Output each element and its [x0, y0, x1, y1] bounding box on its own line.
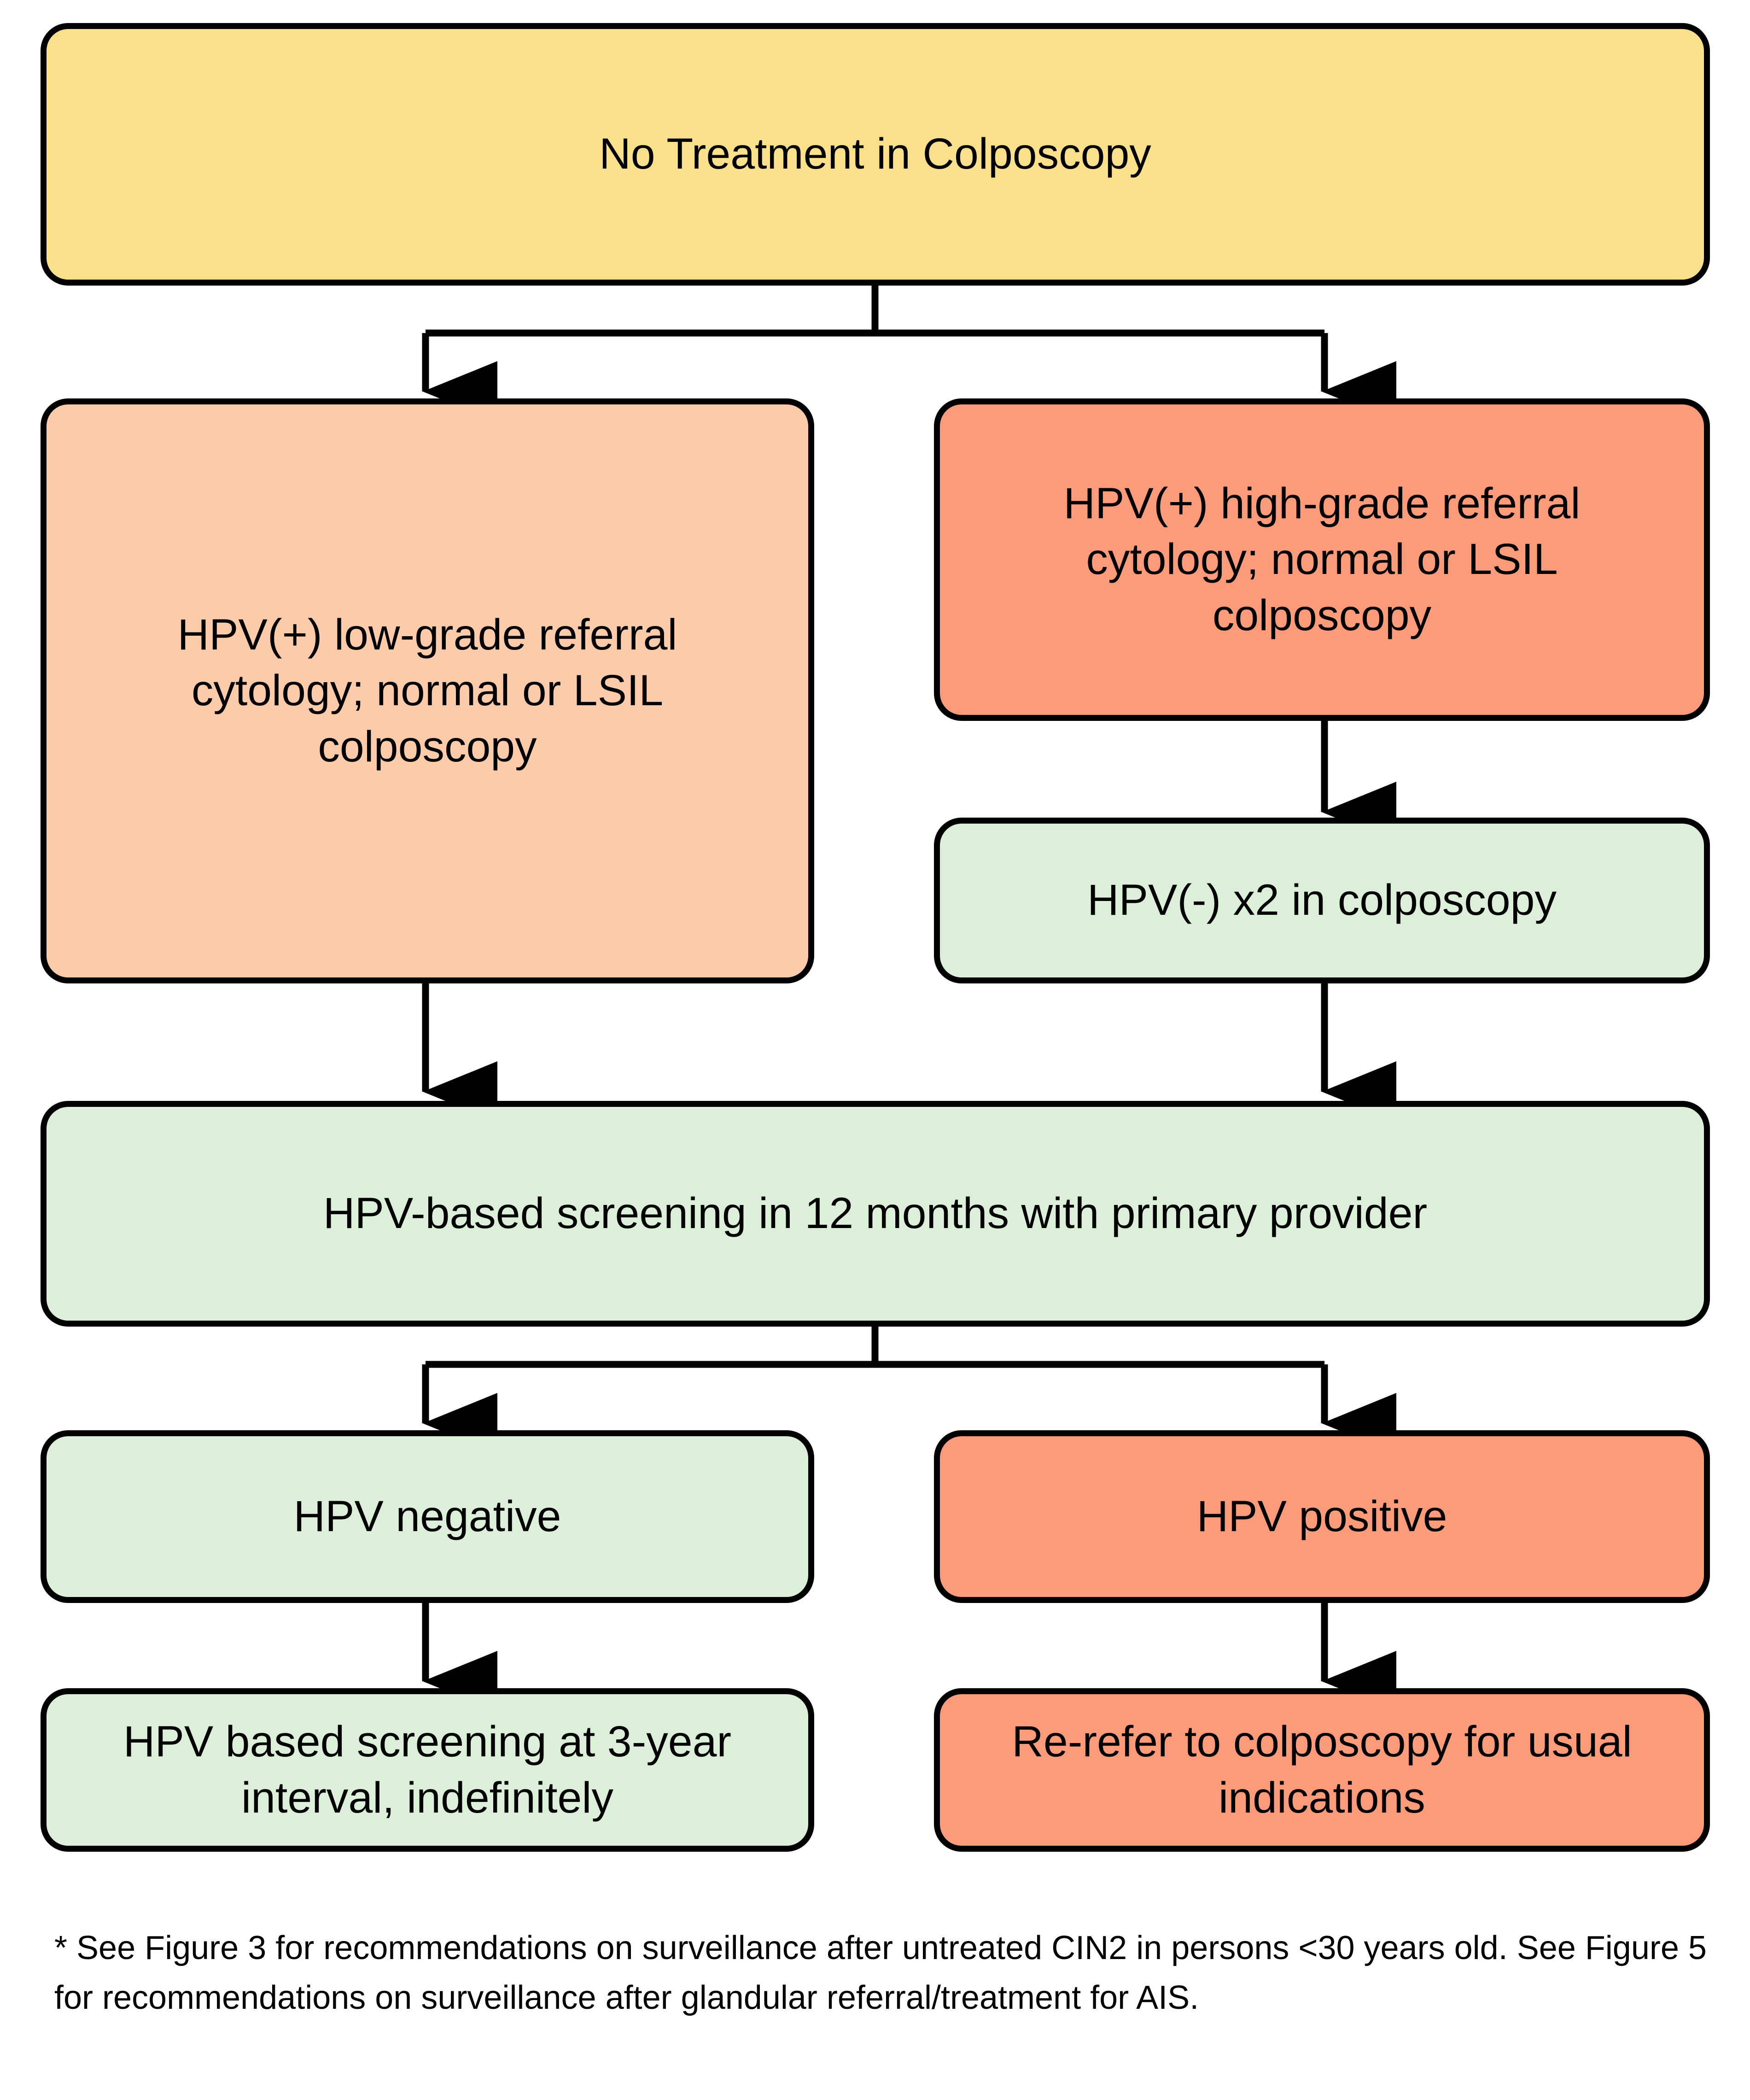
node-high-grade-referral[interactable]: HPV(+) high-grade referral cytology; nor…: [934, 398, 1710, 721]
node-hpv-negative[interactable]: HPV negative: [41, 1430, 814, 1603]
node-low-grade-referral[interactable]: HPV(+) low-grade referral cytology; norm…: [41, 398, 814, 983]
footnote-text: * See Figure 3 for recommendations on su…: [54, 1930, 1707, 2016]
node-no-treatment[interactable]: No Treatment in Colposcopy: [41, 23, 1710, 286]
node-screening-3-year-interval[interactable]: HPV based screening at 3-year interval, …: [41, 1688, 814, 1852]
node-re-refer-colposcopy[interactable]: Re-refer to colposcopy for usual indicat…: [934, 1688, 1710, 1852]
node-hpv-positive[interactable]: HPV positive: [934, 1430, 1710, 1603]
connector-root-split: [422, 285, 1396, 422]
node-screening-12-months[interactable]: HPV-based screening in 12 months with pr…: [41, 1101, 1710, 1327]
connector-screening-split: [422, 1323, 1396, 1454]
node-hpv-negative-x2-colposcopy[interactable]: HPV(-) x2 in colposcopy: [934, 818, 1710, 983]
